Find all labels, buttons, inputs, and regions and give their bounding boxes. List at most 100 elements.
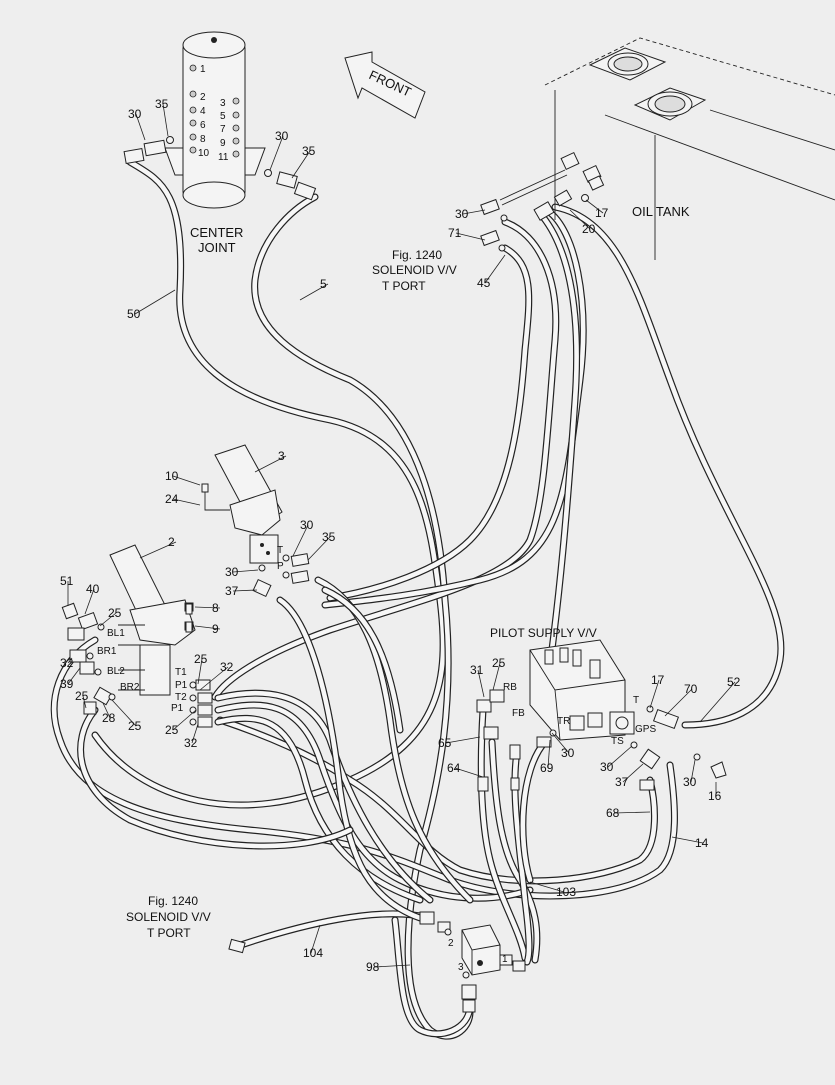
callouts: 3035303555030714517203102430352303751402… bbox=[60, 97, 741, 974]
leader-lines bbox=[67, 103, 736, 968]
port-P1-b: P1 bbox=[171, 703, 184, 714]
callout-leader-26 bbox=[82, 695, 87, 709]
callout-leader-37 bbox=[547, 739, 551, 769]
ref-top-line3: T PORT bbox=[382, 279, 426, 293]
callout-50: 98 bbox=[366, 960, 380, 974]
callout-leader-36 bbox=[454, 767, 484, 778]
hose-core-17 bbox=[520, 739, 548, 883]
callout-leader-38 bbox=[551, 732, 570, 754]
block-port-1: 1 bbox=[502, 954, 508, 965]
pedal-valve-3: T P bbox=[201, 444, 310, 598]
port-GPS: GPS bbox=[635, 724, 656, 735]
cj-port-2: 2 bbox=[200, 92, 206, 103]
cj-port-4: 4 bbox=[200, 106, 206, 117]
port-T-upper: T bbox=[277, 545, 283, 556]
callout-leader-3 bbox=[291, 150, 311, 179]
callout-12: 10 bbox=[165, 469, 179, 483]
port-T2: T2 bbox=[175, 692, 187, 703]
oil-tank: OIL TANK bbox=[544, 37, 835, 260]
cj-port-9: 9 bbox=[220, 138, 226, 149]
callout-35: 65 bbox=[438, 736, 452, 750]
callout-30: 32 bbox=[220, 660, 234, 674]
hose-core-8 bbox=[217, 717, 657, 884]
callout-leader-1 bbox=[162, 103, 169, 137]
callout-leader-12 bbox=[172, 475, 201, 486]
callout-43: 37 bbox=[615, 775, 629, 789]
callout-34: 25 bbox=[492, 656, 506, 670]
cj-port-3: 3 bbox=[220, 98, 226, 109]
center-joint-label-2: JOINT bbox=[198, 240, 236, 255]
callout-leader-23 bbox=[194, 625, 221, 630]
callout-leader-15 bbox=[307, 536, 331, 561]
callout-20: 40 bbox=[86, 582, 100, 596]
callout-14: 30 bbox=[300, 518, 314, 532]
callout-leader-49 bbox=[310, 924, 321, 954]
callout-37: 69 bbox=[540, 761, 554, 775]
callout-leader-25 bbox=[67, 667, 81, 685]
center-joint-ports bbox=[189, 64, 240, 158]
hose-core-3 bbox=[327, 245, 532, 601]
callout-leader-40 bbox=[664, 688, 693, 717]
callout-leader-7 bbox=[455, 232, 486, 241]
hose-core-10 bbox=[215, 716, 423, 903]
hose-core-19 bbox=[322, 587, 403, 733]
callout-leader-16 bbox=[139, 541, 177, 559]
callout-7: 71 bbox=[448, 226, 462, 240]
callout-29: 25 bbox=[194, 652, 208, 666]
port-BR2: BR2 bbox=[120, 682, 140, 693]
port-RB: RB bbox=[503, 682, 517, 693]
ref-top-line2: SOLENOID V/V bbox=[372, 263, 457, 277]
hoses bbox=[50, 158, 785, 1040]
callout-9: 17 bbox=[595, 206, 609, 220]
callout-11: 3 bbox=[278, 449, 285, 463]
callout-4: 5 bbox=[320, 277, 327, 291]
center-joint-fittings bbox=[123, 136, 317, 201]
hose-core-6 bbox=[552, 204, 784, 728]
callout-38: 30 bbox=[561, 746, 575, 760]
cj-port-10: 10 bbox=[198, 148, 210, 159]
callout-leader-6 bbox=[462, 209, 486, 215]
ref-bottom-line1: Fig. 1240 bbox=[148, 894, 198, 908]
front-arrow-icon: FRONT bbox=[344, 51, 426, 119]
callout-leader-20 bbox=[84, 588, 95, 615]
callout-15: 35 bbox=[322, 530, 336, 544]
callout-42: 30 bbox=[600, 760, 614, 774]
callout-leader-48 bbox=[529, 881, 565, 893]
bottom-block: 2 1 3 bbox=[228, 911, 526, 1013]
pedal-valve-2: BL1 BR1 BL2 BR2 T1 P1 T2 P1 bbox=[61, 544, 213, 728]
callout-8: 45 bbox=[477, 276, 491, 290]
hose-core-12 bbox=[235, 911, 433, 949]
callout-leader-5 bbox=[134, 289, 176, 315]
callout-leader-22 bbox=[194, 606, 221, 609]
hose-core-14 bbox=[478, 707, 528, 961]
callout-6: 30 bbox=[455, 207, 469, 221]
callout-leader-50 bbox=[373, 964, 411, 968]
callout-leader-2 bbox=[269, 135, 284, 171]
callout-leader-11 bbox=[254, 455, 287, 473]
pilot-supply-valve: RB FB TR TS T GPS PILOT SUPPLY V/V bbox=[476, 626, 727, 792]
ref-bottom-line3: T PORT bbox=[147, 926, 191, 940]
block-port-2: 2 bbox=[448, 938, 454, 949]
ref-bottom-line2: SOLENOID V/V bbox=[126, 910, 211, 924]
cj-port-8: 8 bbox=[200, 134, 206, 145]
callout-39: 17 bbox=[651, 673, 665, 687]
callout-leader-10 bbox=[569, 209, 591, 230]
callout-16: 2 bbox=[168, 535, 175, 549]
callout-48: 103 bbox=[556, 885, 576, 899]
callout-leader-17 bbox=[232, 569, 259, 573]
callout-leader-9 bbox=[585, 199, 604, 214]
callout-leader-29 bbox=[197, 658, 203, 685]
callout-40: 70 bbox=[684, 682, 698, 696]
port-T1: T1 bbox=[175, 667, 187, 678]
hose-core-4 bbox=[322, 208, 586, 608]
port-T-pilot: T bbox=[633, 695, 639, 706]
callout-13: 24 bbox=[165, 492, 179, 506]
oil-tank-fittings bbox=[480, 151, 605, 252]
callout-leader-43 bbox=[622, 763, 644, 783]
callout-19: 51 bbox=[60, 574, 74, 588]
hose-core-21 bbox=[78, 707, 353, 849]
port-BL1: BL1 bbox=[107, 628, 125, 639]
hose-core-13 bbox=[392, 917, 473, 1037]
port-TR: TR bbox=[557, 716, 570, 727]
callout-18: 37 bbox=[225, 584, 239, 598]
